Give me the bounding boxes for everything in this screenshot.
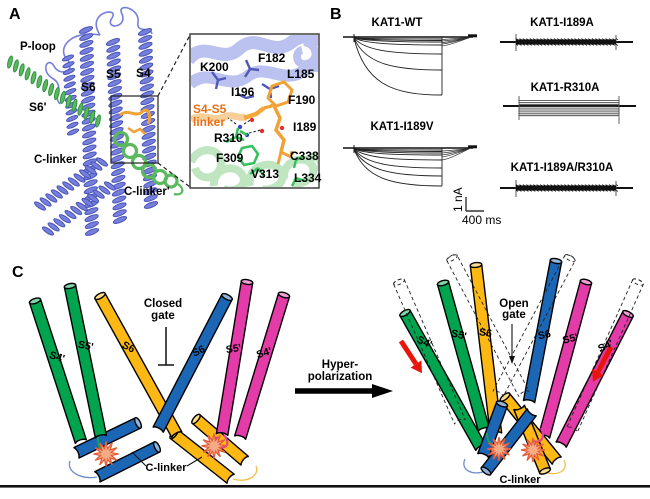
svg-text:C: C (12, 264, 24, 281)
svg-text:Hyper-: Hyper- (322, 359, 359, 371)
svg-text:linker: linker (193, 115, 225, 129)
svg-text:S4-S5: S4-S5 (193, 102, 227, 116)
svg-text:S5': S5' (225, 342, 242, 356)
svg-text:A: A (9, 6, 21, 23)
svg-text:I196: I196 (231, 85, 255, 99)
svg-text:KAT1-R310A: KAT1-R310A (531, 82, 600, 94)
svg-text:S4': S4' (255, 345, 273, 361)
svg-text:F190: F190 (288, 93, 316, 107)
svg-text:Open: Open (499, 298, 528, 310)
svg-text:S4': S4' (415, 334, 434, 351)
svg-text:S5': S5' (450, 327, 468, 342)
svg-text:KAT1-I189V: KAT1-I189V (370, 121, 433, 133)
svg-text:S6: S6 (120, 339, 137, 356)
svg-text:S6: S6 (537, 328, 552, 342)
svg-text:C-linker': C-linker' (124, 186, 170, 198)
svg-text:V313: V313 (251, 167, 279, 181)
svg-text:polarization: polarization (308, 371, 373, 383)
svg-text:L185: L185 (287, 67, 315, 81)
svg-text:L334: L334 (294, 171, 322, 185)
svg-text:B: B (330, 6, 342, 23)
svg-text:S5': S5' (77, 339, 94, 354)
svg-text:C-linker: C-linker (500, 474, 542, 486)
svg-text:400 ms: 400 ms (462, 213, 501, 227)
svg-text:gate: gate (502, 309, 526, 321)
svg-text:KAT1-I189A/R310A: KAT1-I189A/R310A (511, 162, 614, 174)
svg-text:S6: S6 (81, 80, 96, 94)
svg-text:S6': S6' (29, 100, 47, 114)
svg-text:KAT1-WT: KAT1-WT (372, 17, 423, 29)
svg-text:P-loop: P-loop (20, 41, 56, 53)
svg-text:KAT1-I189A: KAT1-I189A (530, 17, 594, 29)
svg-text:F309: F309 (216, 151, 244, 165)
svg-text:C-linker: C-linker (146, 462, 188, 474)
svg-text:C-linker: C-linker (34, 154, 77, 166)
svg-text:gate: gate (151, 310, 175, 322)
svg-text:S6: S6 (478, 326, 493, 340)
svg-text:F182: F182 (258, 51, 286, 65)
svg-text:Closed: Closed (144, 298, 182, 310)
svg-text:C338: C338 (290, 149, 319, 163)
svg-text:K200: K200 (200, 60, 229, 74)
svg-text:R310: R310 (214, 131, 243, 145)
svg-text:S5: S5 (106, 67, 121, 81)
svg-text:S6: S6 (190, 343, 207, 359)
svg-text:1 nA: 1 nA (451, 187, 465, 212)
svg-text:I189: I189 (293, 120, 317, 134)
svg-text:S4': S4' (48, 349, 66, 365)
svg-text:S4: S4 (136, 66, 151, 80)
svg-text:S5': S5' (561, 331, 579, 346)
